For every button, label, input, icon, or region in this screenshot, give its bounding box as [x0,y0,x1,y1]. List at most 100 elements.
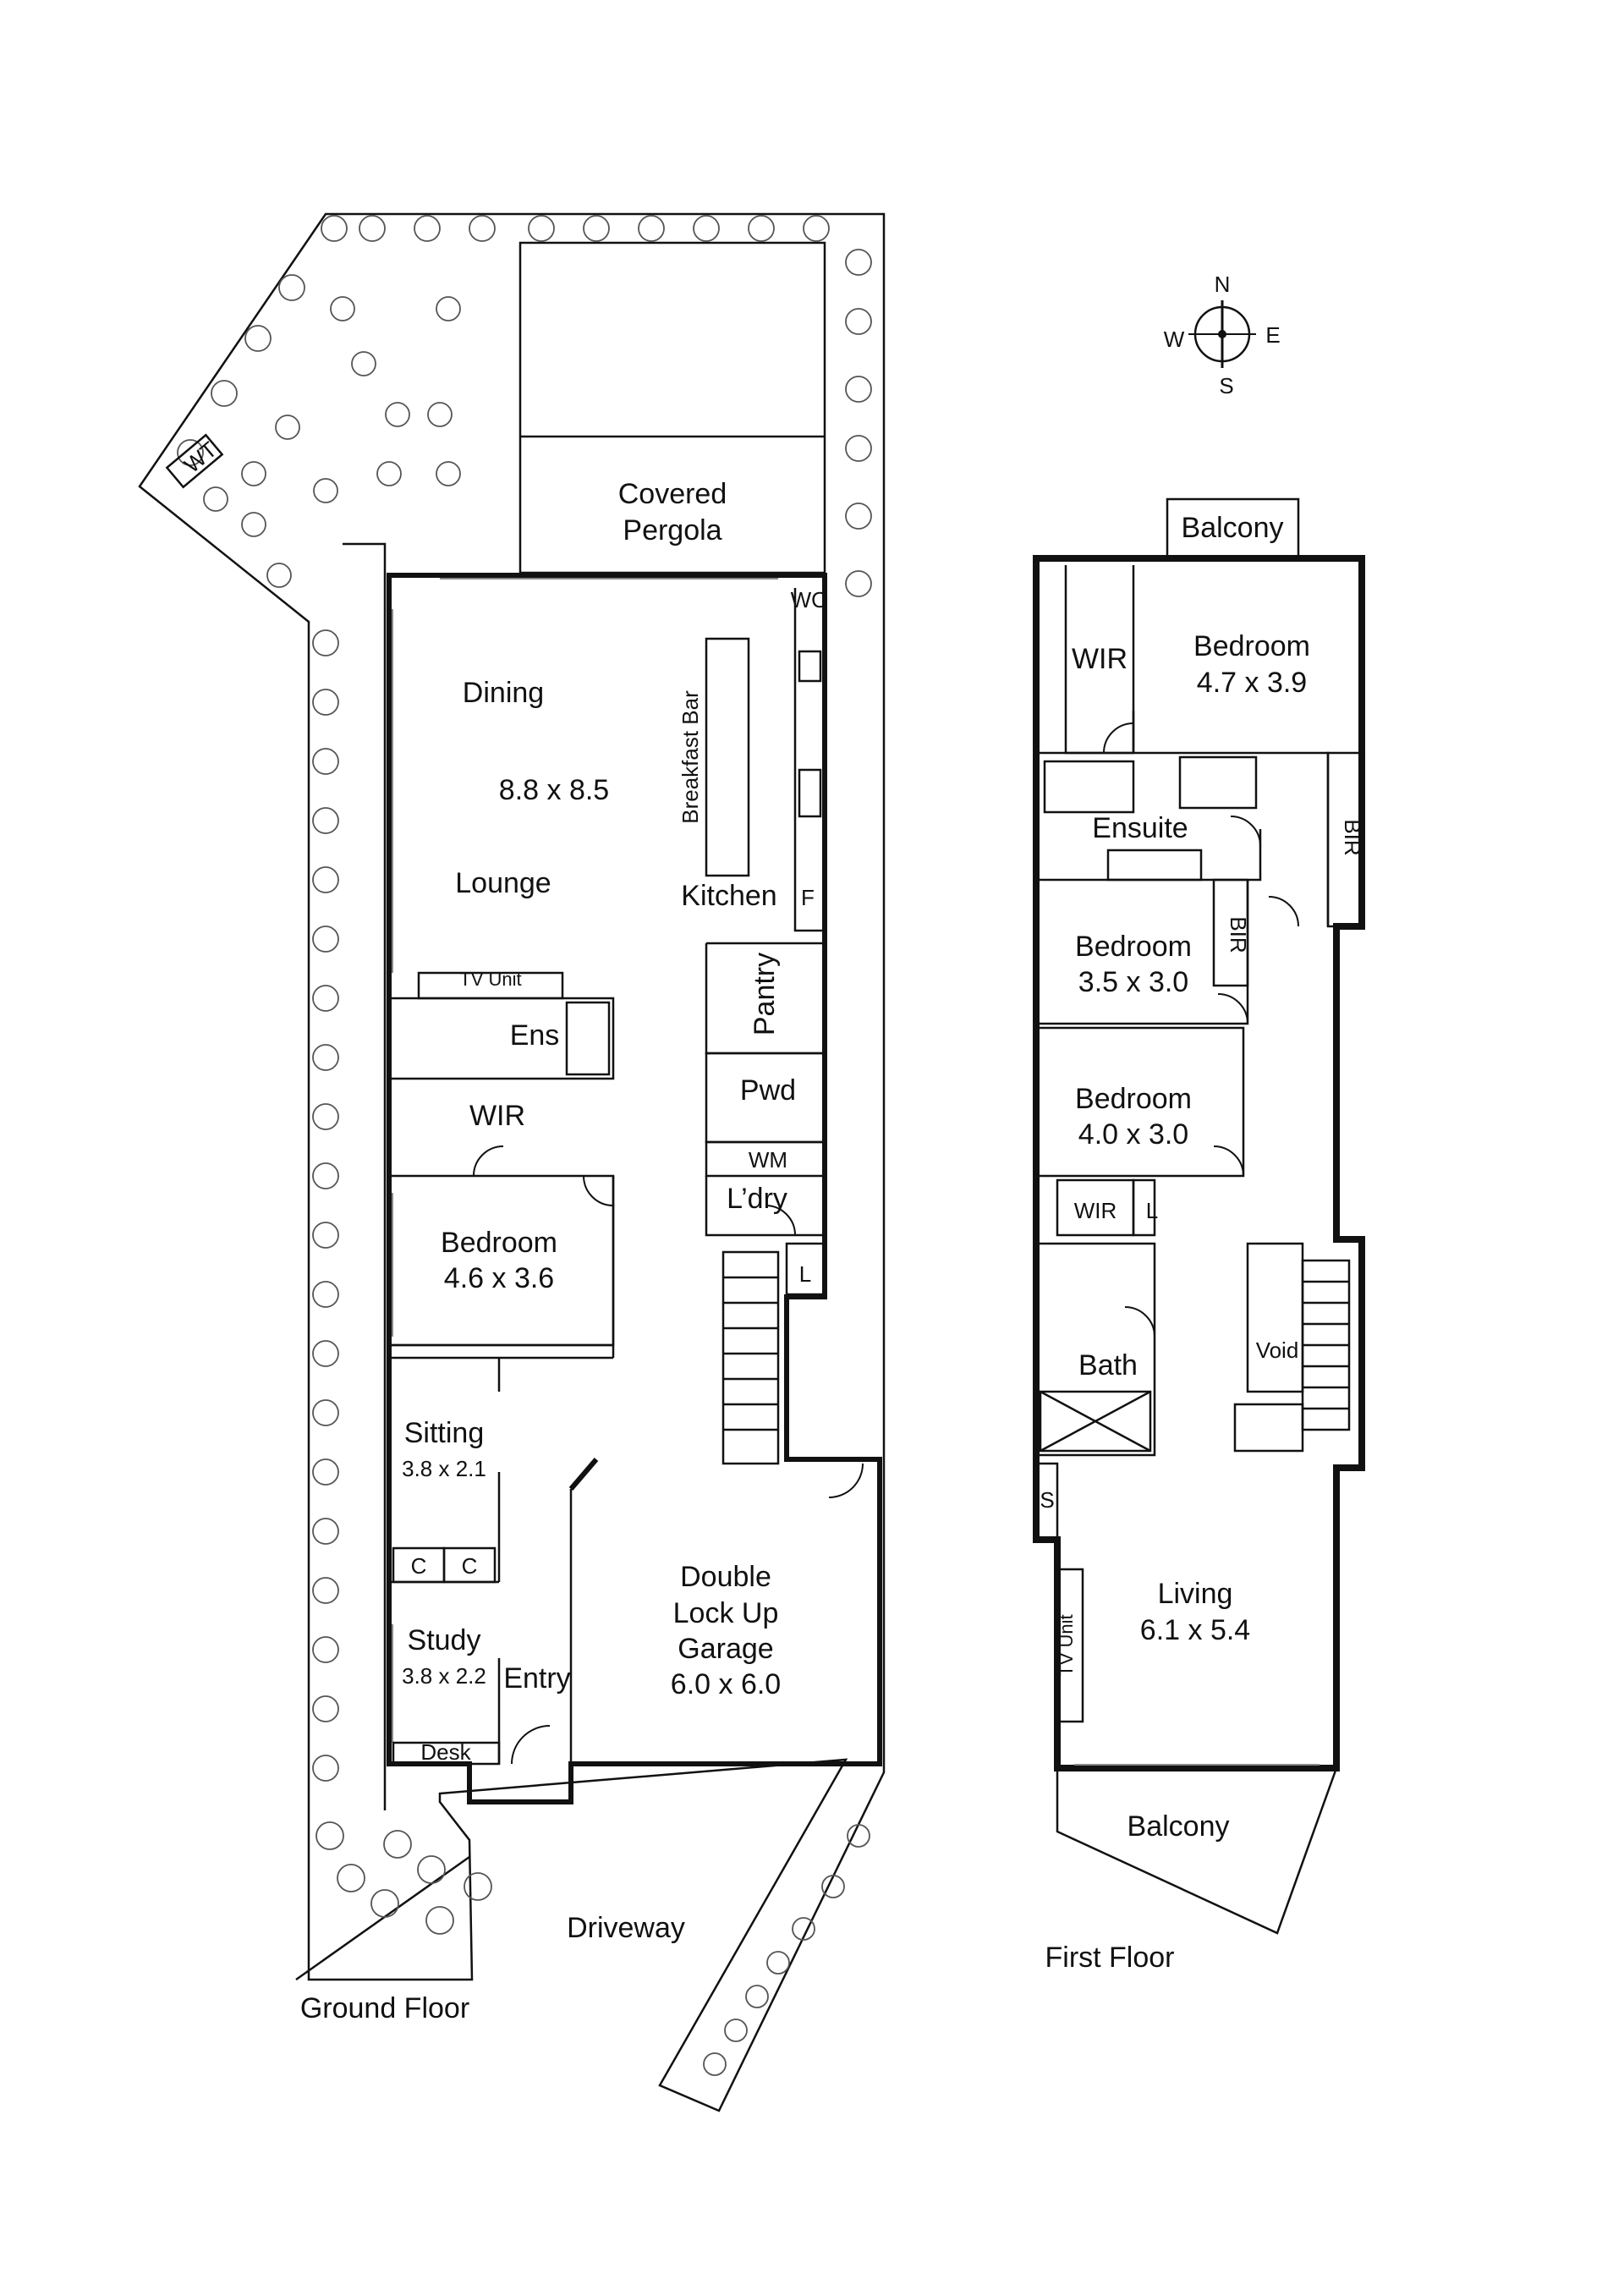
fridge-label: F [801,885,815,910]
dining-dims-label: 8.8 x 8.5 [499,774,609,806]
tv-unit-first-label: TV Unit [1056,1614,1077,1676]
ens-label: Ens [510,1019,560,1052]
wir-top-label: WIR [1072,643,1127,675]
first-floor-plan: Balcony WIR Bedroom 4.7 x 3.9 Ensuite BI… [1033,497,1365,1974]
driveway-label: Driveway [567,1912,685,1944]
laundry-label: L’dry [727,1183,787,1215]
linen-ground-label: L [799,1261,811,1287]
ensuite-vanity [1106,849,1203,882]
bedroom3-label: Bedroom [1075,1083,1192,1115]
door-ensuite[interactable] [1230,816,1261,847]
door-entry[interactable] [511,1725,551,1765]
study-dims-label: 3.8 x 2.2 [402,1663,486,1689]
bir-right-label: BIR [1340,819,1365,855]
bir-mid-label: BIR [1226,916,1251,953]
cupboard-1-label: C [411,1553,427,1579]
compass-w: W [1164,327,1185,352]
living-dims: 6.1 x 5.4 [1140,1614,1250,1646]
breakfast-bar-island [705,637,750,877]
bath-wall [1036,1242,1156,1457]
entry-wall [497,1489,573,1764]
balcony-bottom-label: Balcony [1127,1810,1230,1843]
house-outer-wall [387,573,882,1804]
ens-wall [389,997,615,1080]
bath-shower-diag2 [1040,1390,1151,1453]
entry-label: Entry [503,1662,570,1695]
s-label: S [1040,1487,1054,1513]
wir-small-label: WIR [1074,1198,1117,1223]
cooktop [798,650,822,683]
void-area [1246,1242,1304,1393]
compass-e: E [1265,322,1280,348]
door-bed3[interactable] [1213,1145,1244,1177]
bath-label: Bath [1078,1349,1138,1381]
bir-right-box [1326,751,1363,928]
compass-s: S [1219,373,1233,398]
breakfast-bar-label: Breakfast Bar [678,690,703,824]
pwd-label: Pwd [740,1074,796,1107]
bedroom1-label: Bedroom [1193,630,1310,662]
tv-unit-ground [417,971,564,1000]
sitting-label: Sitting [404,1417,485,1449]
compass-n: N [1215,272,1231,297]
bedroom2-dims: 3.5 x 3.0 [1078,966,1188,998]
garage-label-4: 6.0 x 6.0 [671,1668,781,1700]
sitting-dims-label: 3.8 x 2.1 [402,1456,486,1481]
laundry-wall [705,1176,825,1237]
door-bed1[interactable] [1103,722,1134,754]
ground-floor-title: Ground Floor [300,1992,469,2024]
ens-shower [565,1001,611,1076]
bedroom-ground-dims: 4.6 x 3.6 [444,1262,554,1294]
lounge-label: Lounge [455,867,551,899]
garage-label-3: Garage [678,1633,773,1665]
ensuite-label: Ensuite [1092,812,1188,844]
dining-label: Dining [463,677,544,709]
compass-icon: N E S W [1164,272,1281,398]
wo-label: WO [791,587,829,612]
desk-label: Desk [420,1739,471,1765]
pergola-label-2: Pergola [623,514,721,547]
bedroom3-wall [1036,1026,1245,1178]
balcony-bottom [1056,1766,1338,1935]
bath-shower [1039,1390,1152,1453]
study-label: Study [408,1624,481,1656]
sink [798,768,822,818]
tv-unit-ground-label: TV Unit [459,969,521,990]
wm-shelf [705,1140,826,1178]
stairs-ground [721,1250,780,1465]
tree-icons [177,215,872,2076]
pergola-label-1: Covered [618,478,727,510]
ensuite-bath [1043,760,1135,814]
bir-mid-box [1212,878,1249,987]
balcony-top-label: Balcony [1182,512,1284,544]
site-boundary [138,212,886,2112]
first-floor-title: First Floor [1045,1942,1175,1974]
ensuite-shower [1178,755,1258,810]
door-bed2[interactable] [1217,993,1248,1024]
pantry-label: Pantry [749,953,781,1035]
wm-label: WM [749,1147,787,1173]
door-garage[interactable] [828,1463,864,1498]
door-laundry[interactable] [765,1205,796,1236]
door-bir[interactable] [1268,896,1299,927]
garage-label-1: Double [680,1561,771,1593]
garage-label-2: Lock Up [673,1597,779,1629]
water-tank: WT [165,433,224,489]
bedroom3-dims: 4.0 x 3.0 [1078,1118,1188,1151]
bedroom1-dims: 4.7 x 3.9 [1197,667,1307,699]
door-bath[interactable] [1124,1306,1155,1338]
wir-wall [389,1174,615,1347]
linen-ground [785,1242,826,1296]
door-wir[interactable] [473,1145,504,1177]
wir-ground-label: WIR [469,1100,525,1132]
garage-wall [568,1458,880,1766]
cupboard-2-label: C [462,1553,478,1579]
kitchen-label: Kitchen [681,880,776,912]
s-box [1034,1462,1059,1541]
linen-first-label: L [1146,1198,1158,1223]
void-label: Void [1256,1338,1299,1363]
stairs-first [1233,1259,1351,1453]
tv-unit-first [1056,1568,1084,1723]
door-bedroom[interactable] [583,1175,614,1206]
